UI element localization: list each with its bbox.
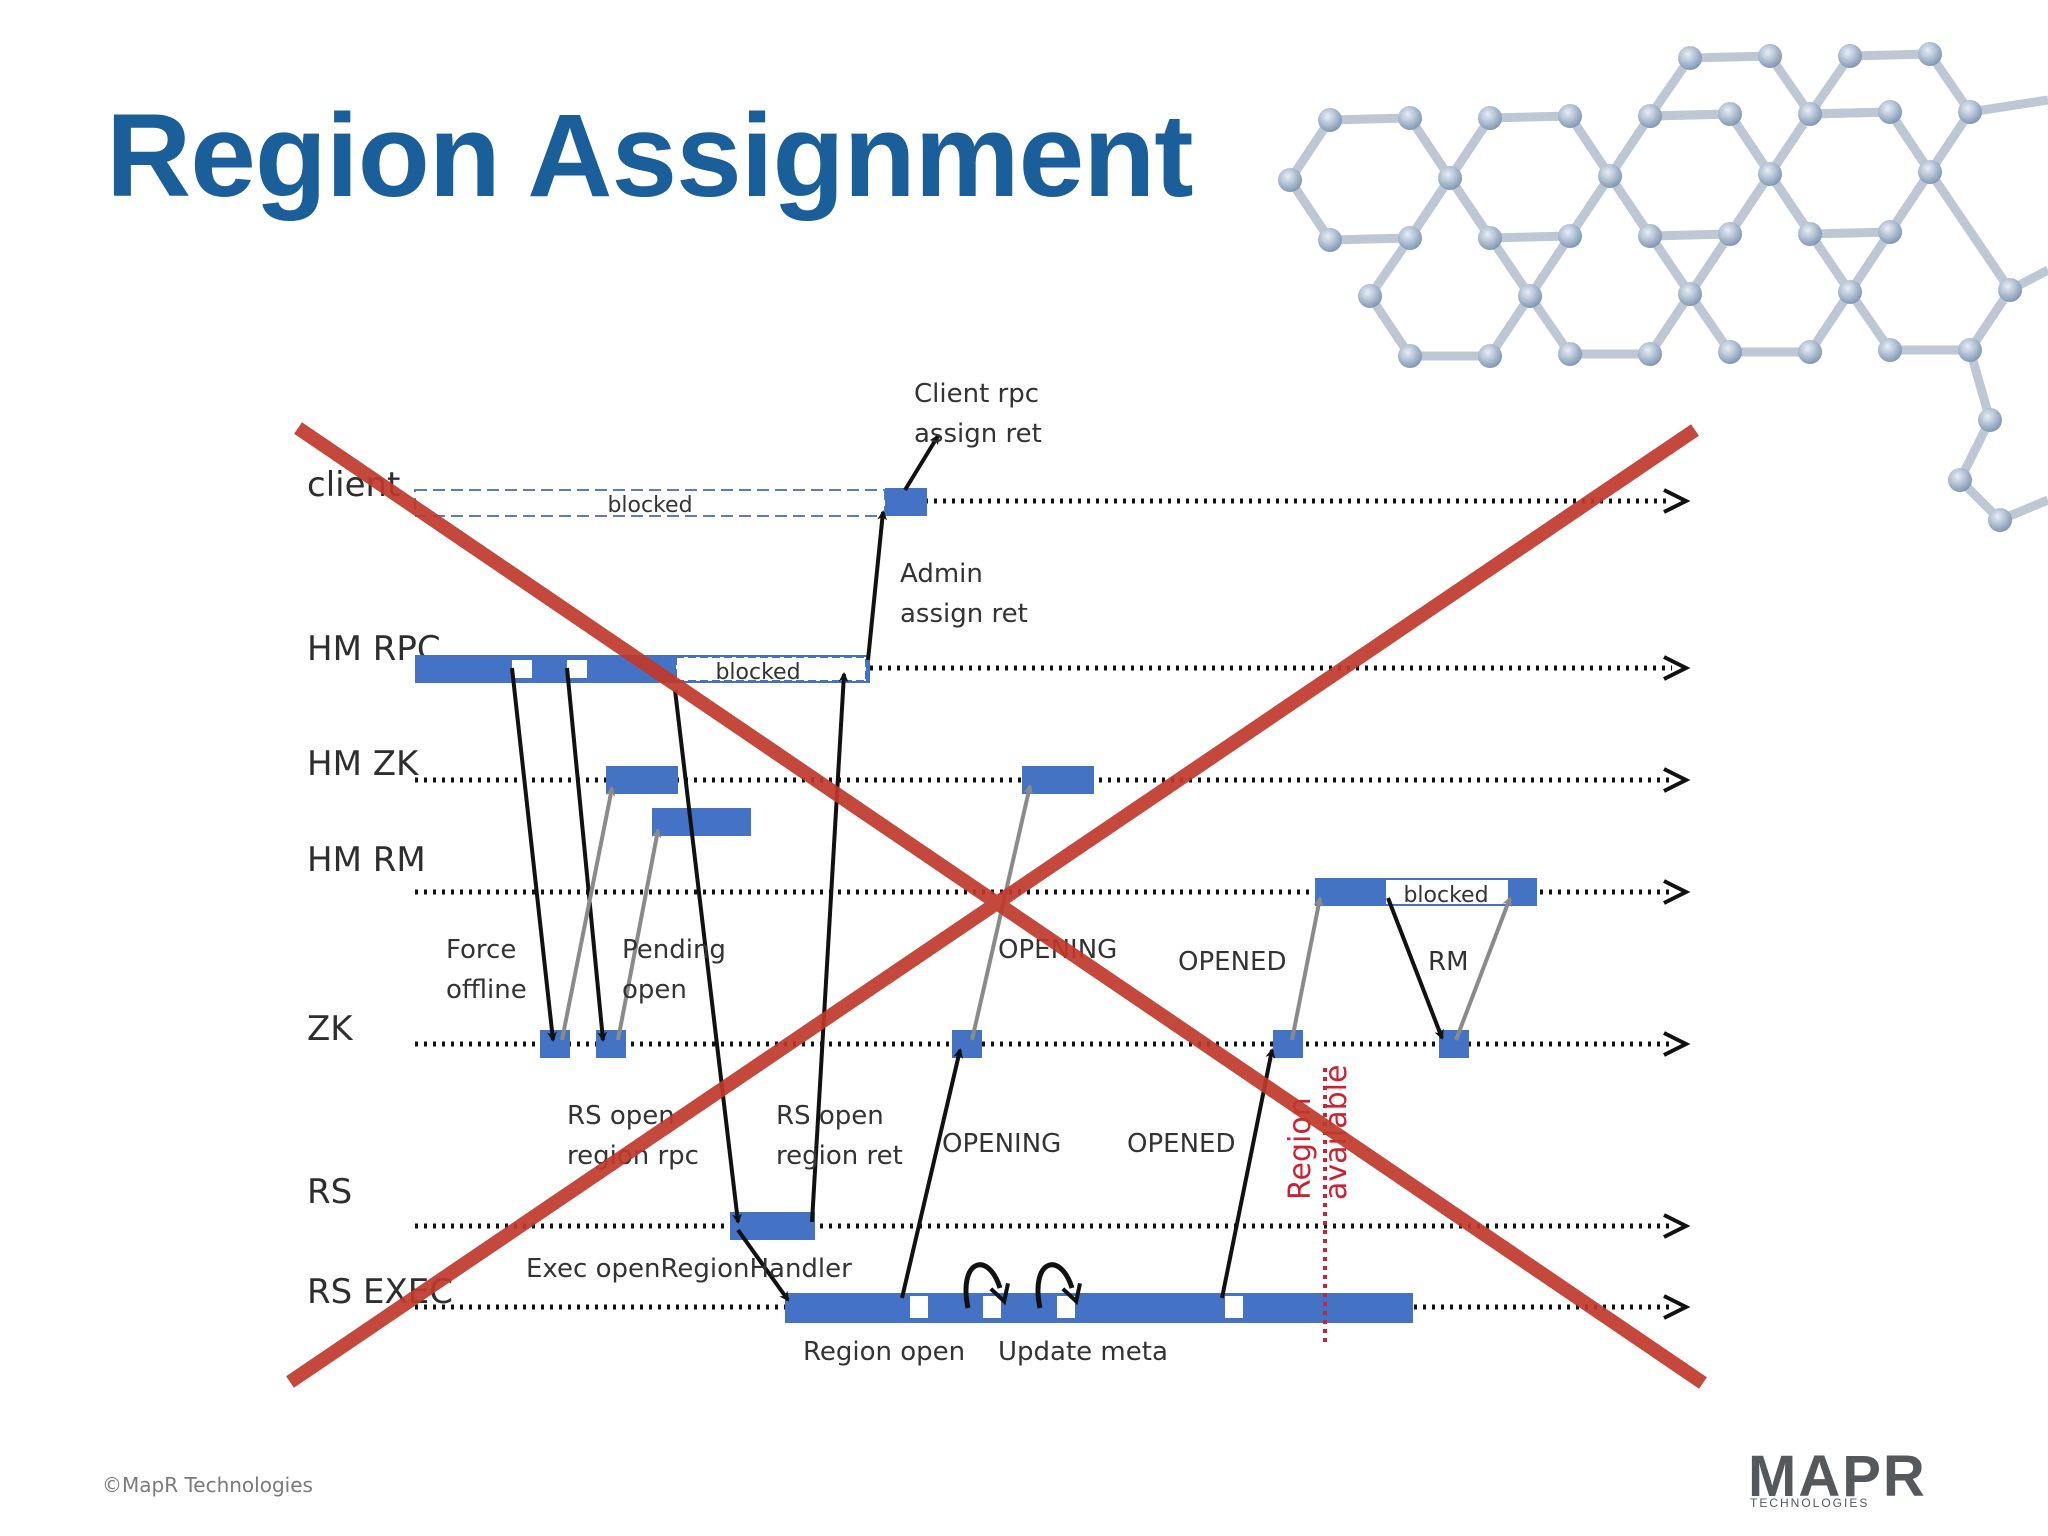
label-rs-open-ret-2: region ret [776,1141,903,1171]
blocked-label: blocked [1403,883,1488,908]
arrow-pending-open [565,667,608,1042]
arrow-rm [1386,897,1444,1040]
arrow-client-rpc-assign-ret [903,434,940,492]
logo-wordmark: MAPR [1748,1444,1927,1509]
zk-bar [540,1030,570,1058]
mapr-logo: MAPR TECHNOLOGIES [1748,1444,1984,1511]
arrow-force-offline [510,667,558,1042]
label-region-open: Region open [803,1337,965,1367]
timeline-end-arrow [1663,767,1691,793]
label-client-rpc-1: Client rpc [914,379,1039,409]
arrow-rs-open-region-rpc [673,689,743,1224]
hm-rm-bar [652,808,751,836]
molecule-graphic [1278,42,2048,532]
red-cross-mark [286,422,1707,1389]
zk-bar [952,1030,982,1058]
label-force-2: offline [446,975,527,1005]
label-pending-1: Pending [622,935,726,965]
label-admin-2: assign ret [900,599,1028,629]
label-opened-upper: OPENED [1178,947,1286,977]
lane-label-rs: RS [307,1172,352,1212]
copyright-notice: ©MapR Technologies [102,1473,313,1497]
blocked-label: blocked [715,660,800,685]
label-rs-open-ret-1: RS open [776,1101,884,1131]
label-exec-handler: Exec openRegionHandler [526,1254,852,1284]
timeline-end-arrow [1663,1031,1691,1057]
label-opening-lower: OPENING [942,1129,1061,1159]
arrow-opened-to-hm-rm [1290,896,1324,1041]
lane-label-zk: ZK [307,1009,354,1049]
lane-label-hm-rm: HM RM [307,840,426,880]
label-client-rpc-2: assign ret [914,419,1042,449]
arrow-exec-open-region-handler [736,1228,790,1302]
loop-arrow [1035,1262,1072,1309]
label-admin-1: Admin [900,559,983,589]
arrow-opening [900,1048,964,1299]
hm-rm-blocked-bar: blocked [1315,878,1537,908]
rs-exec-bar [785,1293,1413,1323]
timeline-end-arrow [1663,1294,1691,1320]
zk-bar [1273,1030,1303,1058]
arrow-rs-open-region-ret [810,672,849,1223]
logo-tagline: TECHNOLOGIES [1750,1496,1870,1510]
hm-zk-bar [606,766,678,794]
timeline-end-arrow [1663,655,1691,681]
label-force-1: Force [446,935,516,965]
label-pending-2: open [622,975,687,1005]
timeline-end-arrow [1663,1213,1691,1239]
timeline-end-arrow [1663,879,1691,905]
loop-arrow [963,1262,1000,1309]
arrow-zk-to-hm-zk [560,786,616,1041]
hm-zk-bar [1022,766,1094,794]
zk-bar [1439,1030,1469,1058]
slide-title: Region Assignment [106,90,1194,222]
label-update-meta: Update meta [998,1337,1168,1367]
arrow-admin-assign-ret [866,510,888,661]
arrow-zk-to-hm-rm [616,828,662,1041]
blocked-label: blocked [607,493,692,518]
client-blocked-bar: blocked [414,488,927,518]
label-rm: RM [1428,947,1469,977]
label-opened-lower: OPENED [1127,1129,1235,1159]
arrow-rm-to-hm-rm [1454,896,1512,1041]
lane-label-hm-zk: HM ZK [307,744,420,784]
timeline-end-arrow [1663,488,1691,514]
